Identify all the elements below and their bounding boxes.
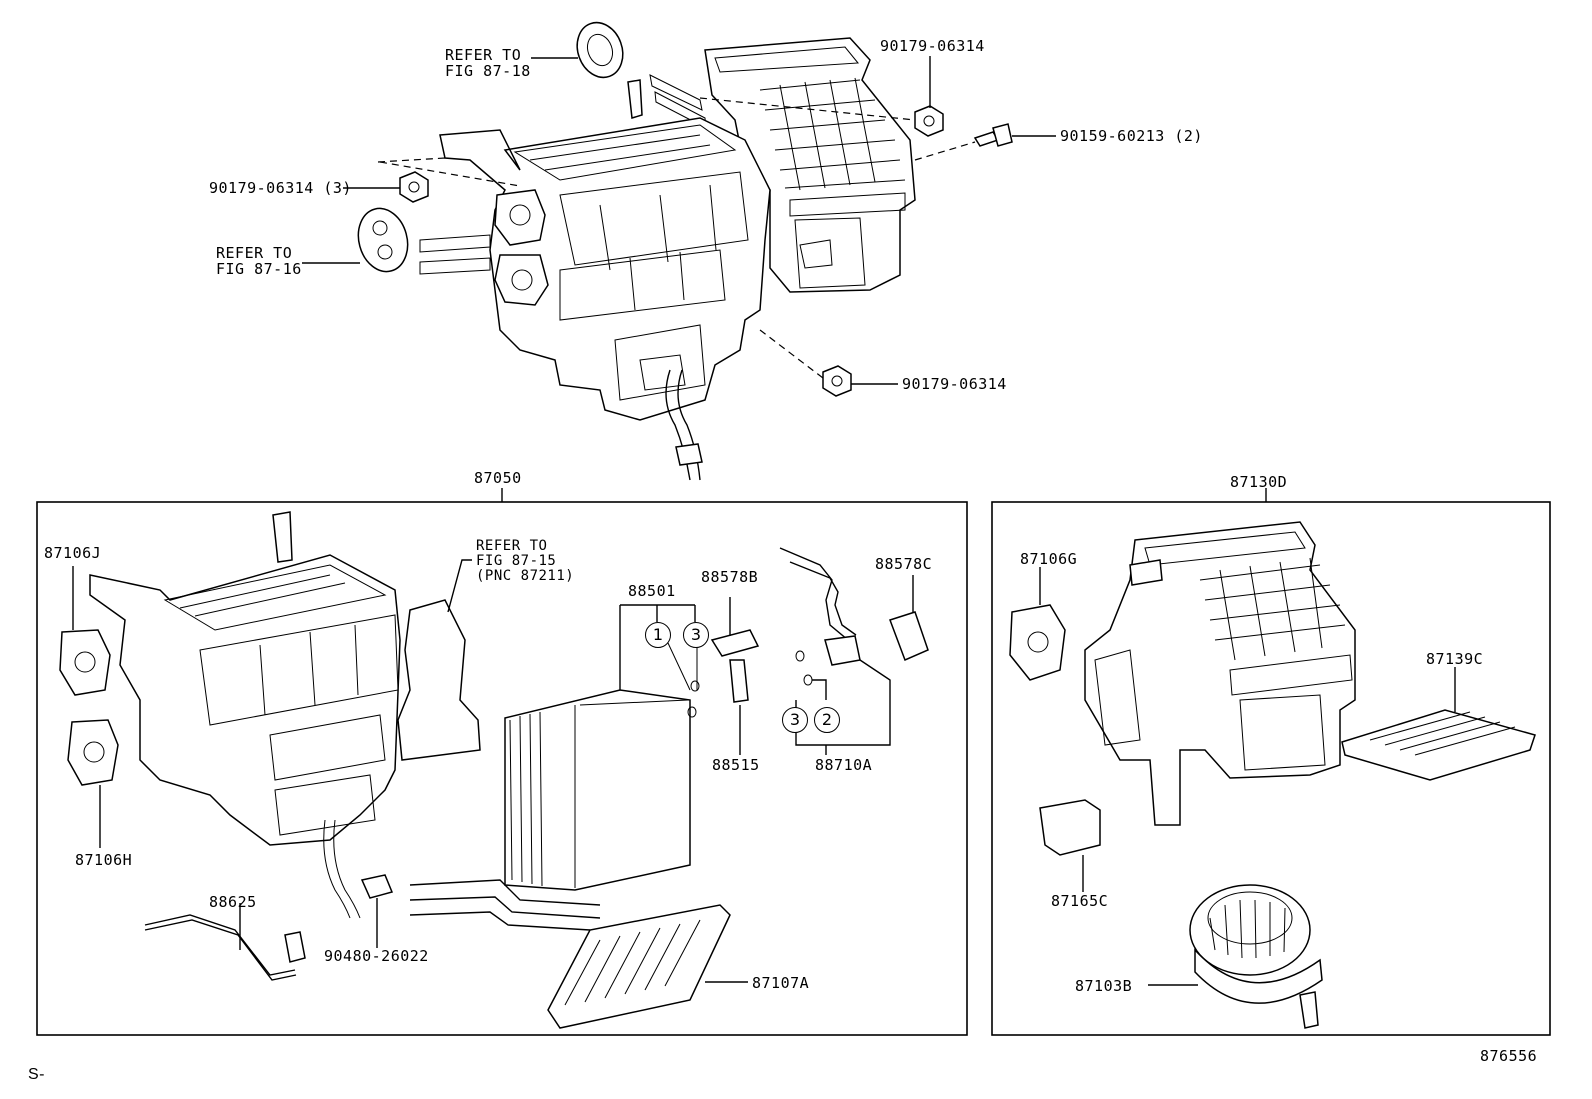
callout-87106J: 87106J xyxy=(44,544,102,562)
grommet-90480-drawing xyxy=(360,874,394,899)
circle-ref-3-a: 3 xyxy=(683,622,709,648)
circle-ref-3-b: 3 xyxy=(782,707,808,733)
expansion-valve-drawing xyxy=(710,547,929,755)
callout-refer-fig-87-16: REFER TO FIG 87-16 xyxy=(216,244,302,278)
callout-refer-fig-87-18: REFER TO FIG 87-18 xyxy=(445,46,531,80)
group-title-87050: 87050 xyxy=(474,469,522,487)
callout-90179-06314-bottom: 90179-06314 xyxy=(902,375,1007,393)
callout-90480-26022: 90480-26022 xyxy=(324,947,429,965)
group-title-87130D: 87130D xyxy=(1230,473,1288,491)
heater-case-drawing xyxy=(59,511,481,919)
figure-code: 876556 xyxy=(1480,1047,1538,1065)
callout-87139C: 87139C xyxy=(1426,650,1484,668)
circle-ref-2: 2 xyxy=(814,707,840,733)
group-87130D-frame xyxy=(991,501,1551,1036)
callout-87165C: 87165C xyxy=(1051,892,1109,910)
sensor-wire-drawing xyxy=(144,903,306,981)
hvac-assembly-drawing xyxy=(302,21,1056,481)
footer-mark: S- xyxy=(28,1066,45,1083)
callout-87106G: 87106G xyxy=(1020,550,1078,568)
callout-88515: 88515 xyxy=(712,756,760,774)
blower-unit-drawing xyxy=(1009,521,1536,1029)
callout-refer-fig-87-15: REFER TO FIG 87-15 (PNC 87211) xyxy=(476,538,575,584)
heater-core-drawing xyxy=(409,879,748,1029)
callout-88578B: 88578B xyxy=(701,568,759,586)
callout-90179-06314-left: 90179-06314 (3) xyxy=(209,179,352,197)
callout-88625: 88625 xyxy=(209,893,257,911)
callout-90179-06314-top: 90179-06314 xyxy=(880,37,985,55)
callout-88501: 88501 xyxy=(628,582,676,600)
circle-ref-1: 1 xyxy=(645,622,671,648)
callout-90159-60213: 90159-60213 (2) xyxy=(1060,127,1203,145)
callout-87103B: 87103B xyxy=(1075,977,1133,995)
callout-87107A: 87107A xyxy=(752,974,810,992)
callout-87106H: 87106H xyxy=(75,851,133,869)
callout-88578C: 88578C xyxy=(875,555,933,573)
evaporator-drawing xyxy=(504,604,700,891)
callout-88710A: 88710A xyxy=(815,756,873,774)
